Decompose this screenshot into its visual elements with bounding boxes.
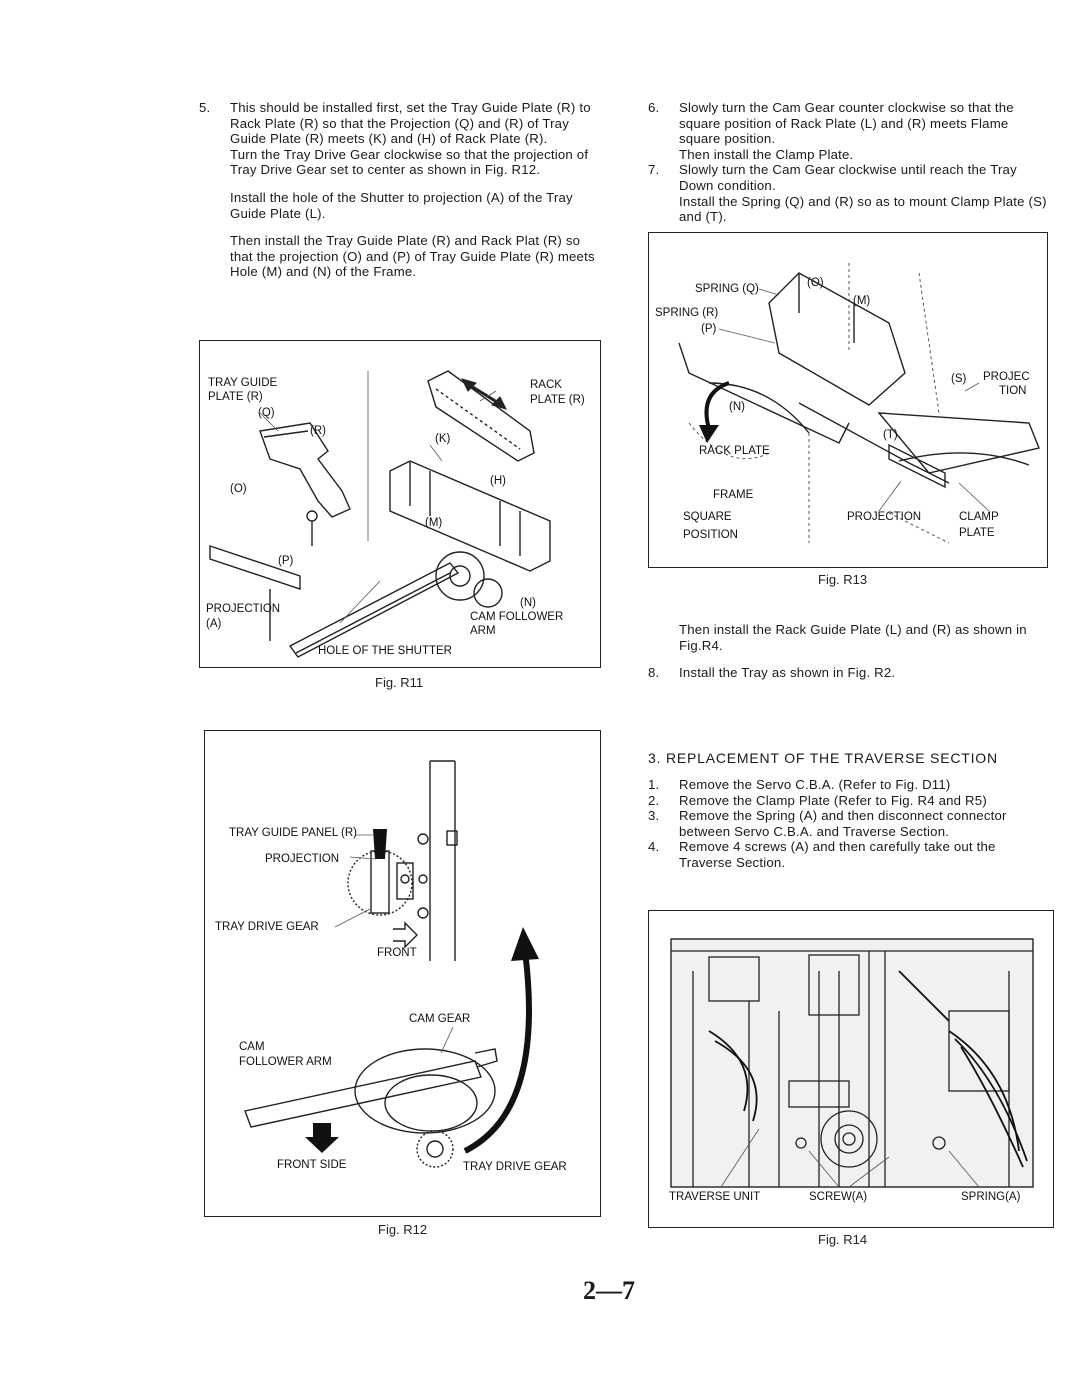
section-3-step-3-text: Remove the Spring (A) and then disconnec… — [679, 808, 1007, 839]
step-6-number: 6. — [648, 100, 660, 115]
label-tray-drive-gear: TRAY DRIVE GEAR — [215, 921, 319, 933]
label-cam-follower: CAM FOLLOWER — [470, 611, 564, 623]
page-number: 2—7 — [583, 1276, 635, 1305]
step-7: 7. Slowly turn the Cam Gear clockwise un… — [648, 162, 1048, 224]
label-a: (A) — [206, 618, 222, 630]
label-square: SQUARE — [683, 511, 732, 523]
step-6-text-2: Then install the Clamp Plate. — [679, 146, 854, 162]
figure-r13: SPRING (Q) (O) (M) SPRING (R) (P) (N) (S… — [648, 232, 1048, 568]
label-plate: PLATE — [959, 527, 995, 539]
label-h: (H) — [490, 475, 506, 487]
rack-guide-plate-note: Then install the Rack Guide Plate (L) an… — [679, 622, 1027, 653]
after-fig-r13: Then install the Rack Guide Plate (L) an… — [648, 622, 1048, 681]
step-5-paragraph-1: This should be installed first, set the … — [230, 100, 591, 147]
step-5: 5. This should be installed first, set t… — [199, 100, 599, 292]
label-screw-a: SCREW(A) — [809, 1191, 868, 1203]
label-projection: PROJECTION — [265, 853, 340, 865]
label-t: (T) — [883, 429, 898, 441]
label-traverse-unit: TRAVERSE UNIT — [669, 1191, 761, 1203]
step-5-item: 5. This should be installed first, set t… — [199, 100, 599, 178]
label-projec: PROJEC — [983, 371, 1030, 383]
label-spring-r: SPRING (R) — [655, 307, 719, 319]
label-plate-r: PLATE (R) — [208, 391, 263, 403]
section-3-step-4-number: 4. — [648, 839, 660, 855]
figure-r14-drawing — [670, 938, 1034, 1188]
step-7-number: 7. — [648, 162, 660, 178]
label-cam-gear: CAM GEAR — [409, 1013, 471, 1025]
label-projection: PROJECTION — [847, 511, 922, 523]
step-6: 6. Slowly turn the Cam Gear counter cloc… — [648, 100, 1048, 162]
label-cam: CAM — [239, 1041, 265, 1053]
step-8-number: 8. — [648, 665, 660, 681]
label-o: (O) — [230, 483, 247, 495]
label-front: FRONT — [377, 947, 417, 959]
section-3-steps: 1. Remove the Servo C.B.A. (Refer to Fig… — [648, 777, 1048, 871]
label-p: (P) — [701, 323, 717, 335]
caption-fig-r11: Fig. R11 — [375, 675, 424, 690]
label-r: (R) — [310, 425, 326, 437]
label-frame: FRAME — [713, 489, 754, 501]
step-7-text: Slowly turn the Cam Gear clockwise until… — [679, 162, 1017, 193]
label-follower-arm: FOLLOWER ARM — [239, 1056, 332, 1068]
label-hole-of-the-shutter: HOLE OF THE SHUTTER — [318, 645, 452, 657]
section-3-step-2-text: Remove the Clamp Plate (Refer to Fig. R4… — [679, 792, 987, 808]
label-m: (M) — [425, 517, 443, 529]
label-k: (K) — [435, 433, 451, 445]
label-projection: PROJECTION — [206, 603, 281, 615]
section-3-heading: 3. REPLACEMENT OF THE TRAVERSE SECTION — [648, 750, 998, 766]
label-position: POSITION — [683, 529, 738, 541]
label-o: (O) — [807, 277, 824, 289]
label-spring-a: SPRING(A) — [961, 1191, 1021, 1203]
figure-r11-drawing — [209, 370, 551, 658]
label-s: (S) — [951, 373, 967, 385]
label-rack: RACK — [530, 379, 562, 391]
figure-r12: TRAY GUIDE PANEL (R) PROJECTION TRAY DRI… — [204, 730, 601, 1217]
caption-fig-r12: Fig. R12 — [378, 1222, 428, 1237]
figure-r13-drawing — [678, 263, 1040, 544]
section-3-step-4: 4. Remove 4 screws (A) and then carefull… — [648, 839, 1048, 870]
label-rack-plate: RACK PLATE — [699, 445, 770, 457]
label-spring-q: SPRING (Q) — [695, 283, 759, 295]
label-front-side: FRONT SIDE — [277, 1159, 347, 1171]
label-rack-plate-r: PLATE (R) — [530, 394, 585, 406]
label-tray-drive-gear-2: TRAY DRIVE GEAR — [463, 1161, 567, 1173]
step-5-paragraph-4: Then install the Tray Guide Plate (R) an… — [230, 233, 595, 280]
section-3-step-2: 2. Remove the Clamp Plate (Refer to Fig.… — [648, 793, 1048, 809]
section-3-step-3: 3. Remove the Spring (A) and then discon… — [648, 808, 1048, 839]
label-n: (N) — [520, 597, 536, 609]
step-5-number: 5. — [199, 100, 211, 115]
section-3-step-1-number: 1. — [648, 777, 660, 792]
caption-fig-r14: Fig. R14 — [818, 1232, 868, 1247]
section-3-step-1: 1. Remove the Servo C.B.A. (Refer to Fig… — [648, 777, 1048, 793]
label-arm: ARM — [470, 625, 496, 637]
steps-6-7: 6. Slowly turn the Cam Gear counter cloc… — [648, 100, 1048, 225]
section-3-step-3-number: 3. — [648, 808, 660, 824]
label-tray-guide: TRAY GUIDE — [208, 377, 278, 389]
label-n: (N) — [729, 401, 745, 413]
section-3-step-1-text: Remove the Servo C.B.A. (Refer to Fig. D… — [679, 777, 951, 792]
label-tion: TION — [999, 385, 1027, 397]
label-tray-guide-panel: TRAY GUIDE PANEL (R) — [229, 827, 358, 839]
caption-fig-r13: Fig. R13 — [818, 572, 868, 587]
step-6-text: Slowly turn the Cam Gear counter clockwi… — [679, 100, 1014, 147]
figure-r14: TRAVERSE UNIT SCREW(A) SPRING(A) — [648, 910, 1054, 1228]
section-3-step-2-number: 2. — [648, 792, 660, 808]
label-clamp: CLAMP — [959, 511, 999, 523]
step-5-paragraph-2: Turn the Tray Drive Gear clockwise so th… — [230, 146, 589, 178]
figure-r11: TRAY GUIDE PLATE (R) (Q) (R) (O) (P) PRO… — [199, 340, 601, 668]
label-m: (M) — [853, 295, 871, 307]
step-8: 8. Install the Tray as shown in Fig. R2. — [648, 665, 1048, 681]
section-3-step-4-text: Remove 4 screws (A) and then carefully t… — [679, 839, 996, 870]
label-p: (P) — [278, 555, 294, 567]
step-8-text: Install the Tray as shown in Fig. R2. — [679, 665, 896, 681]
figure-r12-drawing — [244, 760, 539, 1168]
label-q: (Q) — [258, 407, 275, 419]
step-7-text-2: Install the Spring (Q) and (R) so as to … — [679, 193, 1047, 225]
step-5-paragraph-3: Install the hole of the Shutter to proje… — [230, 189, 573, 221]
